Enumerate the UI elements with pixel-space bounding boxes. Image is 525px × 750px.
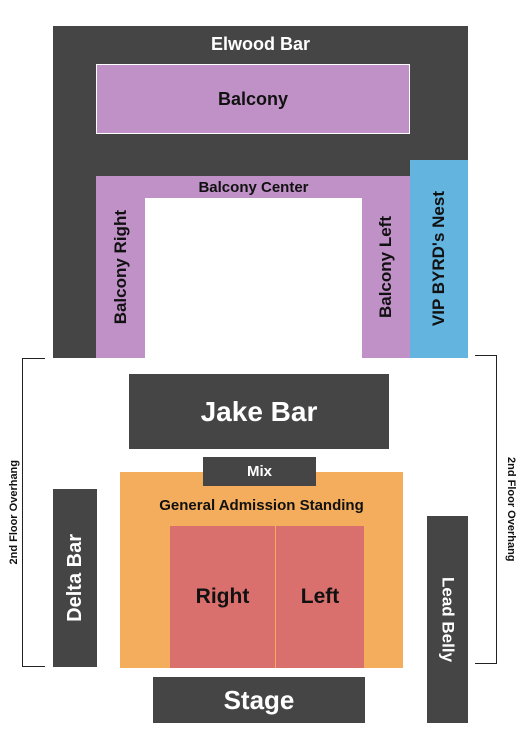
delta-bar-label: Delta Bar [63,534,86,622]
section-balcony-left-label: Balcony Left [376,215,395,319]
jake-bar: Jake Bar [129,374,389,449]
section-left[interactable]: Left [276,526,364,668]
stage: Stage [153,677,365,723]
section-balcony-center[interactable]: Balcony Center [145,176,362,198]
floor-opening [145,198,362,358]
section-balcony-right[interactable]: Balcony Right [96,176,145,358]
mix-booth: Mix [203,457,316,486]
stage-label: Stage [223,684,295,715]
section-right-label: Right [195,585,250,608]
mix-booth-label: Mix [246,463,272,480]
section-balcony-right-label: Balcony Right [110,209,130,325]
section-right[interactable]: Right [170,526,275,668]
elwood-bar-label: Elwood Bar [210,34,310,54]
overhang-left-bracket [22,358,45,667]
section-general-admission-label: General Admission Standing [159,497,364,514]
overhang-right-label: 2nd Floor Overhang [505,457,517,562]
section-vip-byrds-nest[interactable]: VIP BYRD's Nest [410,160,468,358]
section-vip-byrds-nest-label: VIP BYRD's Nest [429,191,448,327]
delta-bar: Delta Bar [53,489,97,667]
overhang-right-bracket [475,355,497,664]
jake-bar-label: Jake Bar [200,395,318,427]
lead-belly-label: Lead Belly [438,576,458,663]
section-left-label: Left [300,585,340,608]
section-balcony[interactable]: Balcony [96,64,410,134]
section-balcony-label: Balcony [217,88,289,109]
section-balcony-center-label: Balcony Center [198,178,309,196]
overhang-left-label: 2nd Floor Overhang [8,460,20,565]
section-balcony-left[interactable]: Balcony Left [362,176,410,358]
lead-belly: Lead Belly [427,516,468,723]
